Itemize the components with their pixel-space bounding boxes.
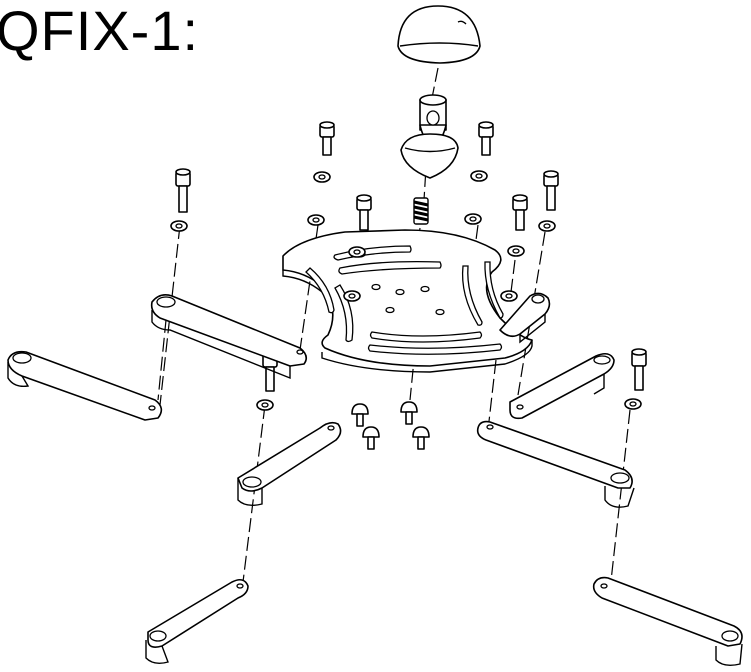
screws [175, 121, 647, 392]
lower-arm-front-right [592, 576, 743, 667]
upper-arm-left [150, 294, 308, 380]
washers [170, 170, 642, 411]
screw-4 [356, 194, 372, 231]
screw-2 [478, 121, 494, 156]
upper-arm-front-left [237, 421, 342, 507]
diagram-title: QFIX-1: [0, 0, 200, 62]
upper-arm-front-right [476, 420, 635, 508]
dome-cap [397, 5, 481, 64]
bottom-screws [351, 401, 430, 450]
center-plate [282, 229, 533, 373]
screw-8 [631, 348, 647, 391]
lower-arm-front-left [145, 578, 249, 665]
upper-arm-right [499, 292, 551, 344]
lower-arm-right [509, 352, 615, 420]
spring [413, 197, 429, 225]
screw-3 [175, 168, 191, 213]
lower-arm-left [7, 350, 163, 421]
screw-6 [543, 170, 559, 211]
ball-joint [400, 94, 459, 179]
screw-5 [512, 194, 528, 231]
screw-1 [319, 121, 335, 156]
